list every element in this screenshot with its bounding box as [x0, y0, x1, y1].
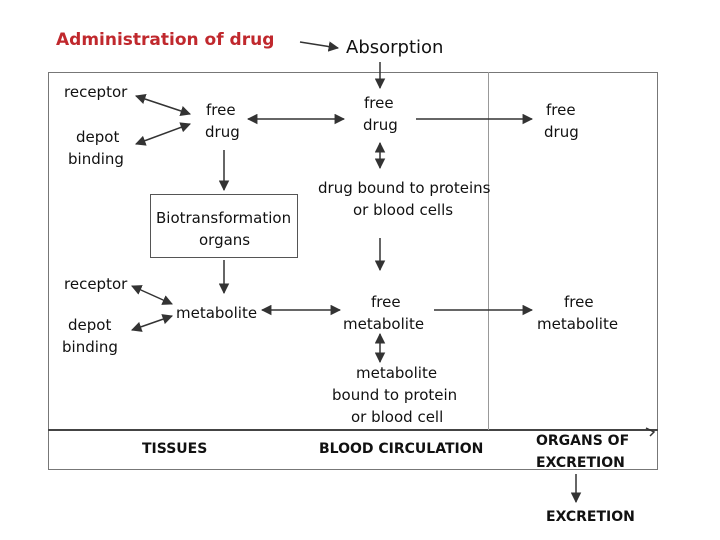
depot2-label: depot	[68, 316, 112, 334]
arrow-depot-freedrug	[135, 122, 191, 146]
drug-bound-line2: or blood cells	[353, 201, 454, 219]
blood-excretion-divider	[488, 72, 489, 430]
blood-free-metabolite-line1: free	[371, 293, 401, 311]
blood-free-metabolite-line2: metabolite	[343, 315, 425, 333]
arrow-title-absorption	[299, 41, 340, 52]
arrow-receptor2-metabolite	[131, 285, 173, 305]
tissues-label: TISSUES	[142, 441, 208, 457]
tissue-free-drug-line1: free	[206, 101, 236, 119]
excretion-free-drug-line1: free	[546, 101, 576, 119]
excretion-free-metabolite-line1: free	[564, 293, 594, 311]
blood-free-drug-line2: drug	[363, 116, 398, 134]
organs-of-excretion-line2: EXCRETION	[536, 455, 625, 471]
drug-bound-line1: drug bound to proteins	[318, 179, 491, 197]
receptor-label: receptor	[64, 83, 128, 101]
metabolite-bound-line3: or blood cell	[351, 408, 444, 426]
organs-of-excretion-line1: ORGANS OF	[536, 433, 630, 449]
blood-free-drug-line1: free	[364, 94, 394, 112]
excretion-free-metabolite-line2: metabolite	[537, 315, 619, 333]
biotransformation-line2: organs	[199, 231, 251, 249]
biotransformation-box	[150, 194, 298, 258]
excretion-label: EXCRETION	[546, 509, 635, 525]
bottom-divider	[48, 429, 658, 431]
binding-label: binding	[68, 150, 124, 168]
metabolite-bound-line2: bound to protein	[332, 386, 458, 404]
metabolite-bound-line1: metabolite	[356, 364, 438, 382]
receptor2-label: receptor	[64, 275, 128, 293]
arrow-depot2-metabolite	[131, 314, 173, 332]
tissue-metabolite-label: metabolite	[176, 304, 258, 322]
biotransformation-line1: Biotransformation	[156, 209, 292, 227]
excretion-free-drug-line2: drug	[544, 123, 579, 141]
partial-arrow-mark	[645, 427, 656, 437]
blood-circulation-label: BLOOD CIRCULATION	[319, 441, 484, 457]
depot-label: depot	[76, 128, 120, 146]
absorption-label: Absorption	[346, 37, 444, 58]
binding2-label: binding	[62, 338, 118, 356]
page-title: Administration of drug	[56, 30, 275, 50]
arrow-receptor-freedrug	[135, 94, 191, 116]
tissue-free-drug-line2: drug	[205, 123, 240, 141]
diagram-frame	[48, 72, 658, 470]
